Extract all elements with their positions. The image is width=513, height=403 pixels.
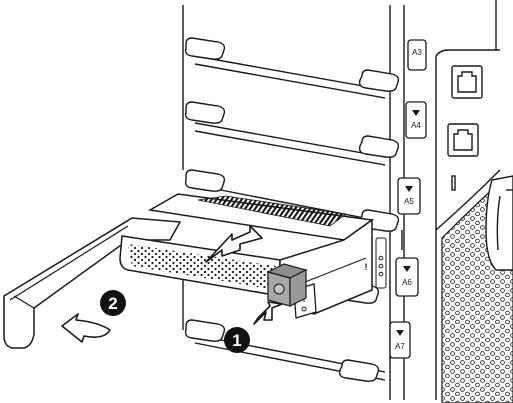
slot-tag-a7: A7 <box>389 321 411 359</box>
status-led-icon <box>301 306 307 312</box>
drive-vent-slats <box>197 195 348 227</box>
led-slot <box>451 175 456 191</box>
press-arrow-icon <box>253 301 283 325</box>
slot-label-a5: A5 <box>404 197 414 206</box>
module-handle <box>485 175 513 271</box>
ethernet-port-icon <box>447 123 479 157</box>
callout-step-1: 1 <box>224 327 250 353</box>
slot-label-column: A3 A4 A5 A6 A7 <box>389 39 427 359</box>
carrier-lever <box>3 217 182 349</box>
swing-arrow-icon <box>61 313 111 343</box>
slot-tag-a6: A6 <box>395 257 419 297</box>
slot-tag-a3: A3 <box>407 39 427 71</box>
slot-label-a4: A4 <box>411 121 421 130</box>
module-face <box>435 0 501 400</box>
slot-label-a3: A3 <box>412 48 422 57</box>
slot-label-a7: A7 <box>395 342 405 351</box>
release-latch-button[interactable] <box>266 263 308 307</box>
callout-number-1: 1 <box>232 331 241 350</box>
callout-step-2: 2 <box>100 290 126 316</box>
slot-tag-a4: A4 <box>405 101 427 139</box>
network-ports <box>447 65 483 191</box>
ethernet-port-icon <box>451 65 483 99</box>
slot-tag-a5: A5 <box>397 177 421 215</box>
callout-number-2: 2 <box>108 294 117 313</box>
carrier-side-markings <box>375 237 387 289</box>
slide-out-arrow-icon <box>205 225 263 263</box>
slot-label-a6: A6 <box>402 278 412 287</box>
status-mark: ! <box>365 262 368 272</box>
